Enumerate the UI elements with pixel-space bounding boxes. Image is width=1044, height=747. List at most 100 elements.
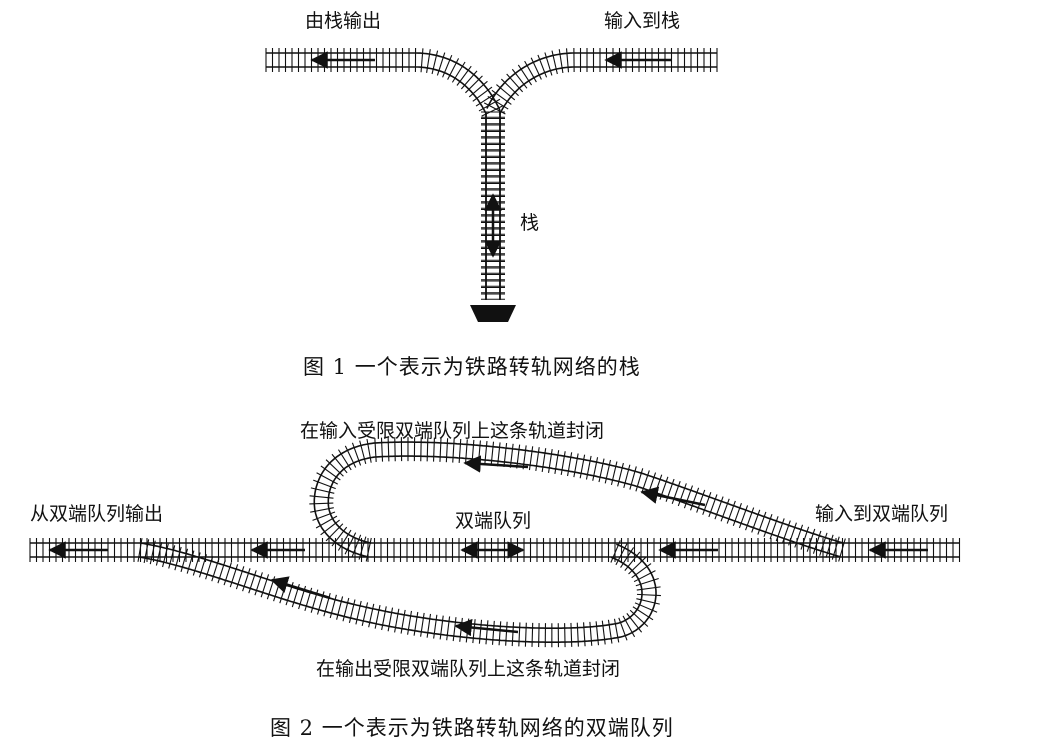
track-tie (452, 62, 465, 82)
stack-output-track (266, 60, 493, 300)
track-tie (602, 621, 605, 645)
track-tie (491, 442, 493, 466)
track-tie (338, 450, 351, 470)
track-tie (367, 439, 371, 463)
track-tie (478, 441, 480, 465)
track-tie (571, 623, 572, 647)
track-tie (529, 446, 532, 470)
track-tie (561, 451, 565, 475)
track-tie (499, 621, 501, 645)
track-tie (501, 79, 518, 96)
track-tie (512, 622, 513, 646)
track-tie (512, 69, 527, 88)
deque-output-label: 从双端队列输出 (30, 505, 163, 524)
track-tie (510, 444, 513, 468)
track-tie (485, 441, 487, 465)
stack-input-label: 输入到栈 (604, 12, 680, 31)
track-tie (632, 564, 651, 578)
track-rail (328, 456, 840, 557)
track-tie (473, 619, 475, 643)
track-tie (498, 442, 501, 466)
track-tie (630, 610, 648, 626)
track-tie (466, 619, 468, 643)
track-tie (479, 620, 481, 644)
track-rail (266, 67, 486, 300)
track-tie (408, 611, 412, 635)
track-tie (465, 76, 482, 93)
track-tie (321, 520, 340, 535)
track-tie (466, 439, 468, 463)
track-tie (457, 66, 471, 85)
stack-input-track-drawing (484, 48, 717, 115)
track-tie (434, 615, 437, 639)
stack-output-label: 由栈输出 (305, 12, 381, 31)
track-tie (637, 594, 661, 595)
figure2-track-network (30, 437, 960, 647)
track-tie (525, 623, 526, 647)
track-tie (427, 614, 430, 638)
track-tie (518, 65, 531, 85)
figure1-track-network (266, 48, 717, 322)
track-tie (401, 610, 405, 634)
track-tie (542, 448, 546, 472)
track-tie (517, 445, 520, 469)
track-tie (596, 621, 598, 645)
track-tie (395, 609, 399, 633)
track-tie (590, 622, 592, 646)
track-tie (447, 616, 450, 640)
track-tie (310, 496, 334, 498)
figure1-caption: 图 1 一个表示为铁路转轨网络的栈 (303, 357, 641, 378)
track-tie (555, 450, 559, 474)
track-tie (532, 623, 533, 647)
track-tie (326, 460, 343, 477)
track-tie (507, 74, 523, 92)
deque-input-label: 输入到双端队列 (815, 505, 948, 524)
bottom-loop-arrow-1 (272, 580, 330, 598)
track-tie (577, 623, 578, 647)
top-input-restricted-loop (321, 449, 842, 550)
track-tie (421, 48, 423, 72)
track-tie (414, 612, 418, 636)
track-tie (321, 466, 340, 480)
track-tie (574, 453, 578, 477)
track-tie (629, 557, 646, 574)
track-tie (473, 87, 492, 101)
track-tie (493, 621, 495, 645)
track-tie (549, 449, 553, 473)
figure2-caption: 图 2 一个表示为铁路转轨网络的双端队列 (270, 718, 674, 739)
track-tie (536, 447, 539, 471)
track-tie (567, 48, 569, 72)
stack-label: 栈 (520, 214, 539, 233)
track-tie (627, 613, 642, 632)
track-tie (421, 613, 425, 637)
track-tie (453, 439, 454, 463)
track-tie (559, 49, 563, 73)
track-tie (332, 454, 347, 473)
track-tie (504, 443, 507, 467)
deque-label: 双端队列 (455, 512, 531, 531)
track-tie (584, 622, 585, 646)
track-tie (614, 619, 618, 643)
track-tie (568, 452, 572, 476)
track-tie (519, 622, 520, 646)
track-tie (625, 552, 640, 571)
track-tie (427, 49, 431, 73)
track-tie (459, 439, 461, 463)
track-tie (486, 620, 488, 644)
bottom-loop-label: 在输出受限双端队列上这条轨道封闭 (316, 660, 620, 679)
track-tie (460, 618, 463, 642)
track-tie (506, 622, 507, 646)
track-tie (461, 71, 477, 89)
stack-output-track-drawing (266, 48, 505, 300)
track-tie (608, 620, 612, 644)
top-loop-label: 在输入受限双端队列上这条轨道封闭 (300, 422, 604, 441)
track-tie (472, 440, 474, 464)
track-tie (309, 503, 333, 504)
top-loop-arrow-2 (642, 492, 705, 505)
track-tie (469, 81, 487, 97)
buffer-stop (470, 305, 516, 322)
track-tie (440, 616, 443, 640)
track-rail (266, 53, 500, 300)
track-tie (388, 608, 392, 632)
track-tie (496, 85, 514, 100)
